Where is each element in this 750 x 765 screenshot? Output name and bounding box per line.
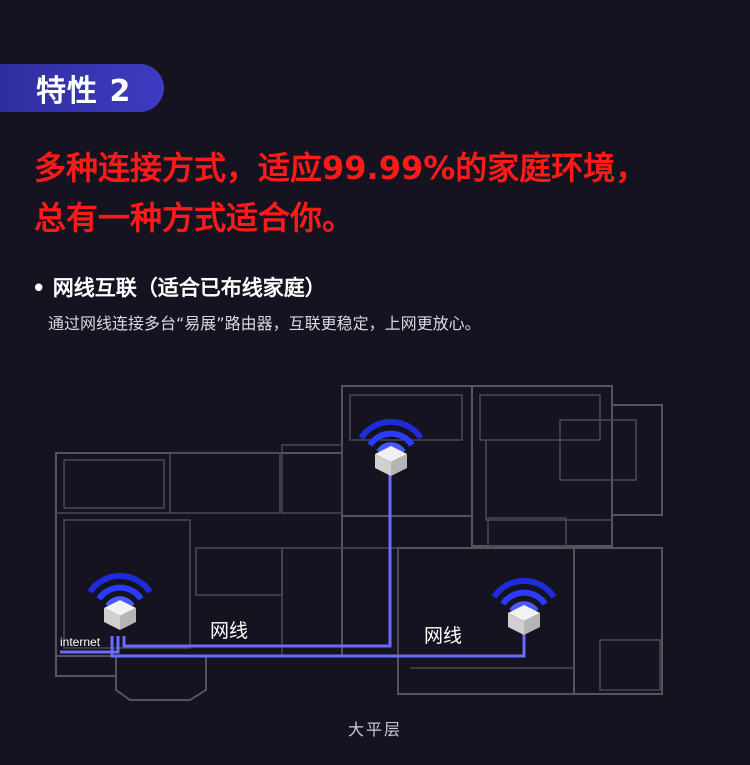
floor-plan-caption: 大平层 bbox=[347, 720, 402, 739]
headline-line-2: 总有一种方式适合你。 bbox=[34, 199, 355, 237]
cable-label-left: 网线 bbox=[210, 620, 248, 642]
feature-badge-label: 特性 2 bbox=[36, 74, 132, 109]
feature-badge: 特性 2 bbox=[0, 64, 164, 112]
wifi-signal-icon bbox=[87, 572, 153, 608]
feature-title: • 网线互联（适合已布线家庭） bbox=[32, 276, 326, 300]
wifi-signal-icon bbox=[358, 418, 424, 454]
floor-plan-walls bbox=[55, 385, 663, 701]
router-right bbox=[491, 577, 557, 635]
router-left bbox=[87, 572, 153, 630]
headline-line-1: 多种连接方式，适应99.99%的家庭环境， bbox=[34, 149, 648, 187]
router-icon bbox=[104, 600, 136, 630]
ethernet-cables bbox=[60, 470, 526, 658]
internet-label: internet bbox=[60, 635, 101, 649]
feature-description: 通过网线连接多台“易展”路由器，互联更稳定，上网更放心。 bbox=[48, 314, 481, 333]
floor-plan: internet 网线 网线 bbox=[55, 385, 663, 701]
cable-label-right: 网线 bbox=[424, 625, 462, 647]
router-icon bbox=[508, 605, 540, 635]
wifi-signal-icon bbox=[491, 577, 557, 613]
router-top bbox=[358, 418, 424, 476]
router-icon bbox=[375, 446, 407, 476]
headline: 多种连接方式，适应99.99%的家庭环境， 总有一种方式适合你。 bbox=[34, 143, 647, 243]
